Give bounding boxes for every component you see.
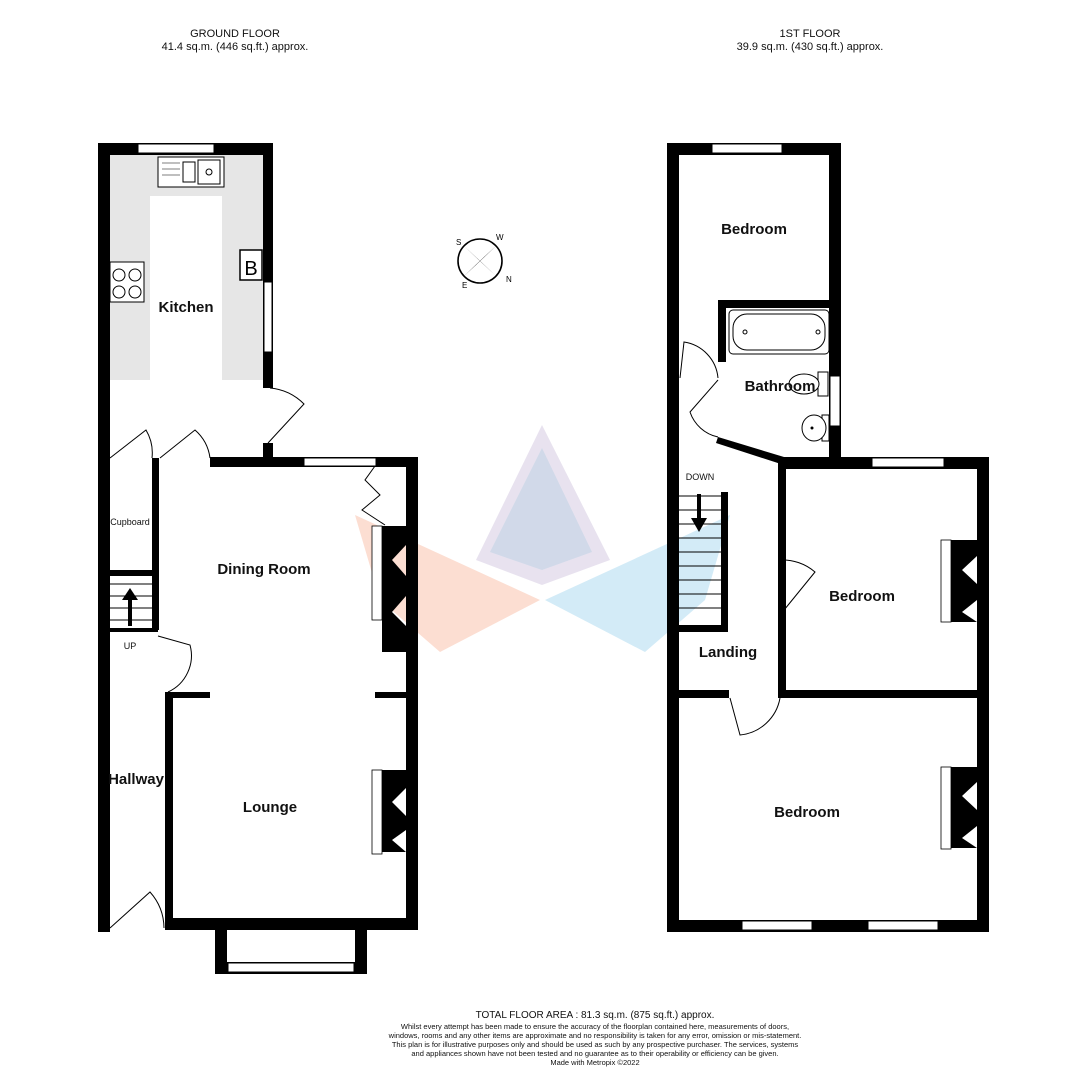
bedroom-middle-chimney-breast xyxy=(940,539,977,623)
stairs-up-label: UP xyxy=(124,641,137,651)
compass-icon: N S E W xyxy=(456,233,512,290)
bedroom-middle-label: Bedroom xyxy=(829,588,895,605)
metropix-credit: Made with Metropix ©2022 xyxy=(550,1058,640,1067)
stairs-down-label: DOWN xyxy=(686,472,715,482)
stairs-up-arrow-icon xyxy=(122,588,138,626)
dining-chimney-breast xyxy=(371,525,406,652)
ground-floor-heading: GROUND FLOOR 41.4 sq.m. (446 sq.ft.) app… xyxy=(145,28,325,54)
ground-wall-kitchen-right xyxy=(263,143,273,388)
ground-floor-area: 41.4 sq.m. (446 sq.ft.) approx. xyxy=(161,41,309,53)
compass-e: E xyxy=(462,281,467,290)
first-floor-name: 1ST FLOOR xyxy=(779,28,841,40)
toilet-icon xyxy=(788,371,829,397)
hallway-label: Hallway xyxy=(108,771,165,788)
kitchen-label: Kitchen xyxy=(158,299,213,316)
floorplan-drawing: B Kitchen xyxy=(98,143,989,974)
boiler-icon xyxy=(239,249,263,281)
lounge-label: Lounge xyxy=(243,799,297,816)
bedroom-bottom-label: Bedroom xyxy=(774,804,840,821)
compass-s: S xyxy=(456,238,461,247)
first-floor-heading: 1ST FLOOR 39.9 sq.m. (430 sq.ft.) approx… xyxy=(720,28,900,54)
first-floor-plan: Bedroom Bathroom Bedroom Landing Bedroom… xyxy=(667,143,989,932)
compass-w: W xyxy=(496,233,504,242)
sink-icon xyxy=(157,156,225,188)
ground-floor-plan: B Kitchen xyxy=(98,143,418,974)
kitchen-back-door[interactable] xyxy=(267,387,305,444)
ground-wall-left xyxy=(98,143,110,932)
ground-floor-name: GROUND FLOOR xyxy=(190,28,280,40)
hob-icon xyxy=(109,261,145,303)
bathroom-label: Bathroom xyxy=(745,378,816,395)
disclaimer-text: Whilst every attempt has been made to en… xyxy=(388,1022,802,1058)
landing-label: Landing xyxy=(699,644,757,661)
lounge-chimney-breast xyxy=(371,769,406,855)
compass-n: N xyxy=(506,275,512,284)
bath-icon xyxy=(728,309,830,355)
bedroom-top-label: Bedroom xyxy=(721,221,787,238)
kitchen-window xyxy=(137,143,215,154)
first-floor-area: 39.9 sq.m. (430 sq.ft.) approx. xyxy=(736,41,884,53)
bedroom-bottom-chimney-breast xyxy=(940,766,977,850)
lounge-bay-window xyxy=(227,962,355,973)
stairs-down-arrow-icon xyxy=(691,494,707,532)
cupboard-label: Cupboard xyxy=(110,517,150,527)
total-floor-area: TOTAL FLOOR AREA : 81.3 sq.m. (875 sq.ft… xyxy=(475,1010,715,1021)
basin-icon xyxy=(801,414,830,442)
footer: TOTAL FLOOR AREA : 81.3 sq.m. (875 sq.ft… xyxy=(385,1010,805,1067)
dining-room-label: Dining Room xyxy=(217,561,310,578)
boiler-label: B xyxy=(244,258,257,280)
front-door[interactable] xyxy=(109,891,165,929)
